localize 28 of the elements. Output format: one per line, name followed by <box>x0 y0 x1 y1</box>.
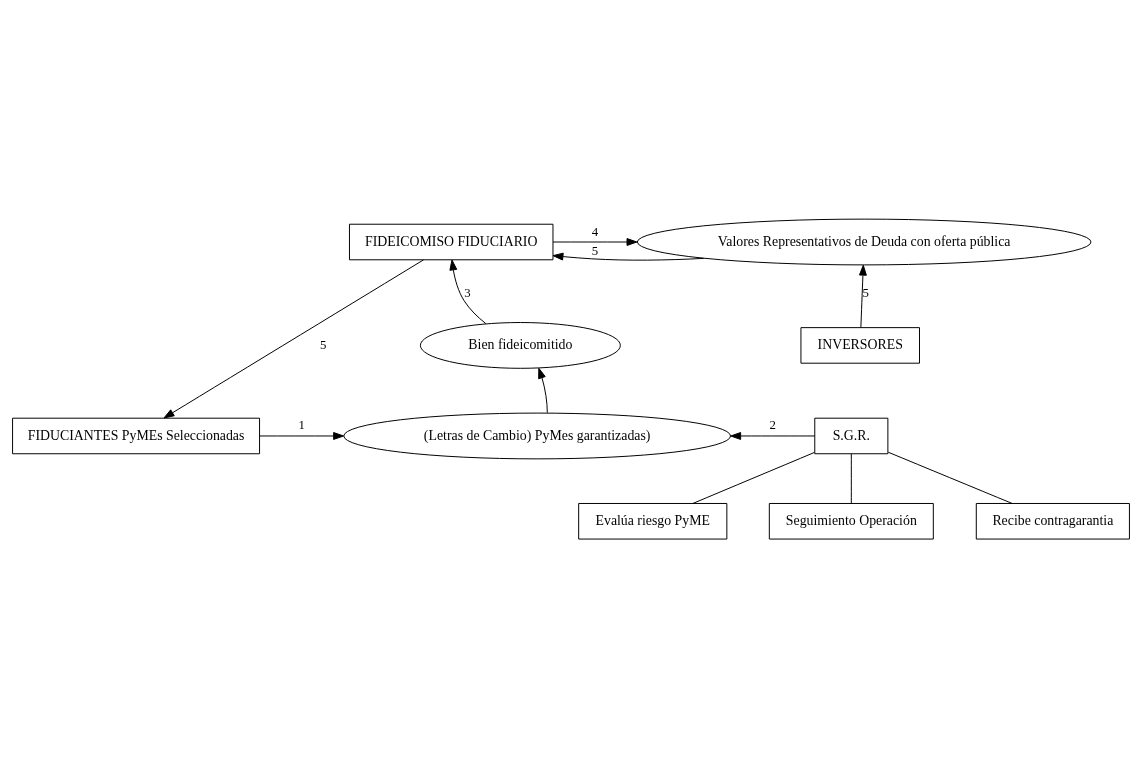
edge-label: 5 <box>591 243 599 258</box>
edge-label: 2 <box>769 417 776 432</box>
connector <box>850 452 852 504</box>
arrow <box>163 258 424 418</box>
node-ellipse: Bien fideicomitido <box>419 321 621 369</box>
arrow <box>552 252 705 261</box>
arrow <box>552 237 638 246</box>
connector <box>692 451 815 504</box>
node-box: Seguimiento Operación <box>768 502 934 540</box>
node-box: FIDUCIANTES PyMEs Seleccionadas <box>12 417 261 454</box>
node-box: INVERSORES <box>800 326 920 364</box>
node-box: FIDEICOMISO FIDUCIARIO <box>348 223 554 260</box>
node-box: Evalúa riesgo PyME <box>578 502 728 540</box>
arrow <box>538 367 548 413</box>
edge-label: 5 <box>862 285 869 300</box>
arrow <box>730 431 816 440</box>
edge-label: 3 <box>464 285 471 300</box>
node-box: Recibe contragarantia <box>975 502 1130 540</box>
edge-label: 1 <box>298 417 305 432</box>
arrow <box>259 431 344 440</box>
edge-label: 4 <box>591 223 599 238</box>
node-ellipse: Valores Representativos de Deuda con oferta pública <box>636 218 1092 265</box>
node-box: S.G.R. <box>814 417 889 454</box>
connector <box>887 451 1013 504</box>
edge-label: 5 <box>320 337 327 352</box>
arrow <box>858 264 867 328</box>
arrow <box>449 259 487 324</box>
node-ellipse: (Letras de Cambio) PyMes garantizadas) <box>343 412 732 459</box>
